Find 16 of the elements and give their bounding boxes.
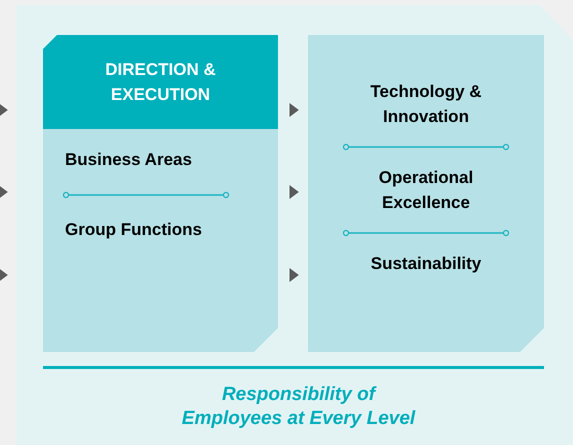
header-title: DIRECTION & EXECUTION bbox=[104, 59, 217, 106]
chevron-arrow bbox=[290, 185, 299, 199]
chevron-arrow bbox=[0, 185, 8, 199]
area-label: Technology & Innovation bbox=[369, 81, 483, 128]
chevron-arrow bbox=[290, 103, 299, 117]
area-label: Sustainability bbox=[370, 253, 482, 275]
area-label: Operational Excellence bbox=[378, 167, 474, 214]
area-label: Group Functions bbox=[65, 219, 203, 241]
content-box bbox=[308, 35, 544, 352]
outer-panel bbox=[16, 5, 573, 445]
chevron-arrow bbox=[0, 103, 8, 117]
content-box bbox=[43, 35, 278, 352]
area-label: Business Areas bbox=[65, 149, 193, 171]
footer-caption: Responsibility of Employees at Every Level bbox=[180, 383, 416, 431]
chevron-arrow bbox=[0, 268, 8, 282]
chevron-arrow bbox=[290, 268, 299, 282]
